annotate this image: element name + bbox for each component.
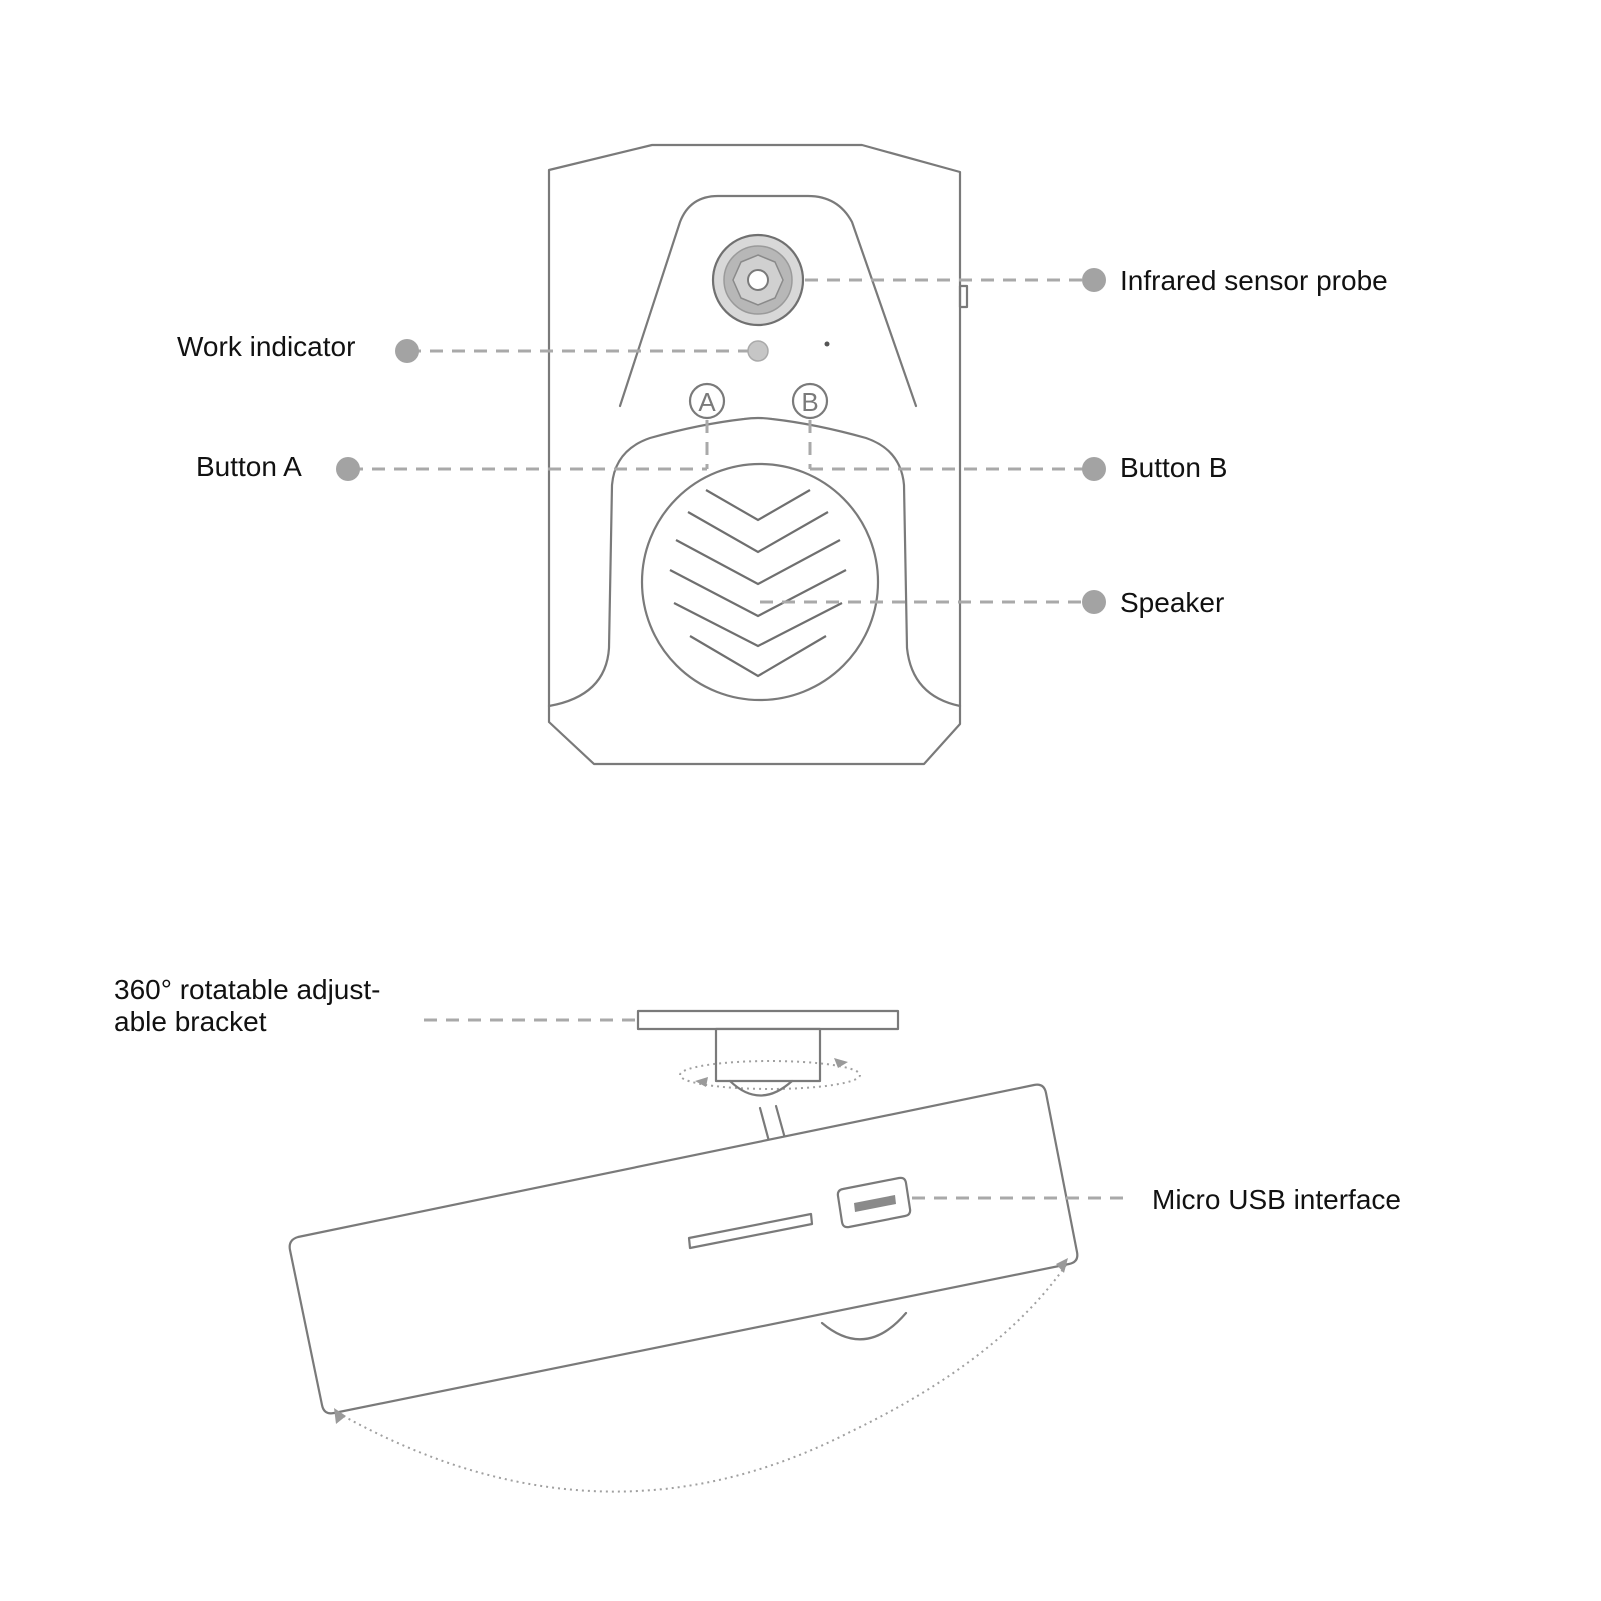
button-a-mark: A [688, 382, 726, 420]
button-b-letter: B [801, 387, 818, 417]
dot-button-b [1082, 457, 1106, 481]
infrared-sensor-probe [711, 233, 805, 327]
tilt-arrow-left [334, 1408, 346, 1424]
sensor-panel [618, 194, 918, 408]
label-bracket-line2: able bracket [114, 1006, 267, 1037]
dot-infrared [1082, 268, 1106, 292]
bottom-dome [820, 1311, 908, 1341]
card-slot [687, 1212, 814, 1250]
rotation-arrow-right [834, 1058, 848, 1068]
dot-button-a [336, 457, 360, 481]
button-a-letter: A [698, 387, 716, 417]
label-bracket-line1: 360° rotatable adjust- [114, 974, 381, 1005]
label-button-b: Button B [1120, 452, 1228, 483]
button-b-mark: B [791, 382, 829, 420]
label-work-indicator: Work indicator [177, 331, 356, 362]
speaker-panel [547, 416, 962, 708]
rotation-indicator [679, 1060, 861, 1090]
rotation-arrow-left [695, 1077, 708, 1087]
front-view: A B [336, 143, 1106, 766]
bracket-neck [714, 1027, 822, 1083]
ball-joint [728, 1079, 794, 1097]
label-micro-usb-interface: Micro USB interface [1152, 1184, 1401, 1215]
bracket-plate [636, 1009, 900, 1031]
label-button-a: Button A [196, 451, 302, 482]
mic-dot [824, 341, 830, 347]
speaker-grille [640, 462, 880, 702]
label-infrared-sensor-probe: Infrared sensor probe [1120, 265, 1388, 296]
work-indicator-led [747, 340, 769, 362]
dot-work-indicator [395, 339, 419, 363]
tilted-device-body [288, 1083, 1079, 1415]
device-body [547, 143, 962, 766]
side-switch [958, 284, 969, 309]
bracket-view [288, 1009, 1126, 1493]
label-speaker: Speaker [1120, 587, 1225, 618]
tilt-arrow-right [1056, 1258, 1068, 1273]
dot-speaker [1082, 590, 1106, 614]
micro-usb-port [836, 1176, 912, 1229]
